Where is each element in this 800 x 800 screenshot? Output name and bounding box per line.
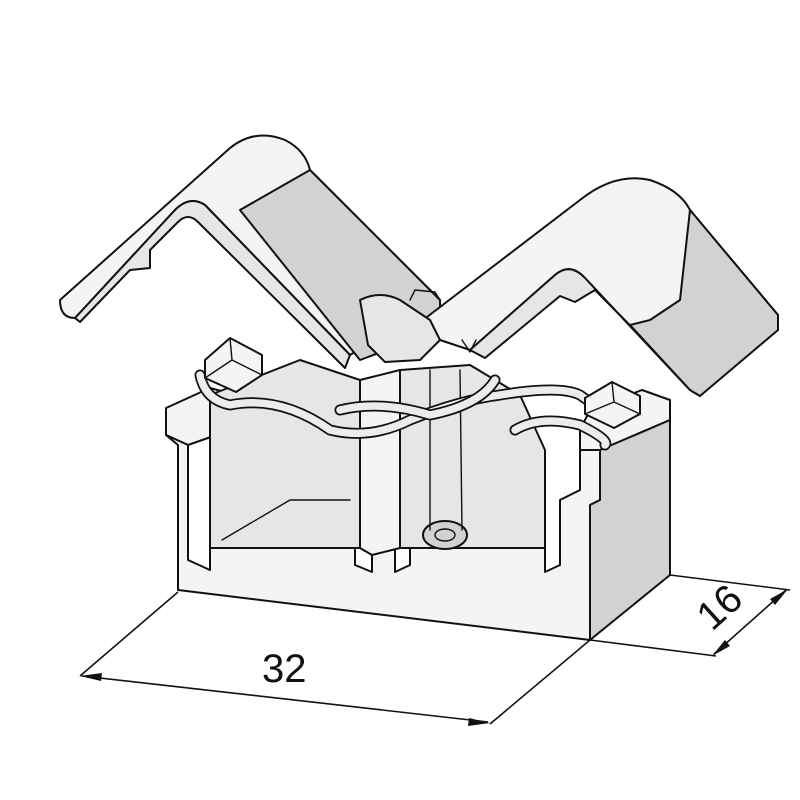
screw-shaft [429,369,463,531]
bracket-right-lip [469,268,701,397]
screw-hole [434,528,456,542]
clamp-bracket [59,134,779,397]
screw-boss [422,520,468,550]
left-pocket-floor [221,499,351,541]
dim-arrow-bottom [712,640,730,656]
hub-notch [409,289,441,301]
dim-arrow-right [468,718,490,726]
dimension-label-width: 32 [262,647,307,691]
spring-wire [194,337,641,451]
hub-tab [461,339,477,353]
base-center-divider [359,369,401,556]
dim-arrow-left [80,673,102,681]
bracket-hub [359,294,441,363]
dim-arrow-top [770,589,788,605]
bracket-left-lip [74,200,351,369]
bracket-right-end-face [629,209,779,397]
base-right-face [589,419,671,641]
dimension-width: 32 [79,591,591,726]
